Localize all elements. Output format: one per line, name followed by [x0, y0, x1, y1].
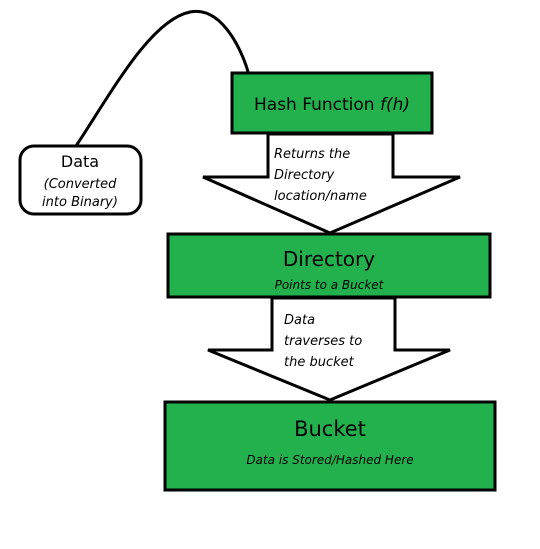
data-node: Data (Converted into Binary)	[18, 144, 143, 216]
directory-subtitle: Points to a Bucket	[275, 278, 385, 292]
arrow-2-line1: Data	[284, 313, 315, 328]
hash-function-box	[230, 71, 434, 135]
hash-function-formula: f(h)	[380, 95, 410, 115]
bucket-title: Bucket	[294, 417, 366, 441]
arrow-2-line2: traverses to	[284, 334, 362, 349]
arrow-2-shape	[207, 296, 451, 402]
directory-node: Directory Points to a Bucket	[166, 232, 492, 299]
data-node-subtitle-line1: (Converted	[44, 177, 117, 192]
data-node-subtitle-line2: into Binary)	[42, 195, 118, 210]
bucket-subtitle: Data is Stored/Hashed Here	[246, 453, 413, 467]
arrow-1-line2: Directory	[274, 168, 335, 183]
hash-function-title: Hash Function	[254, 95, 380, 115]
arrow-directory-to-bucket: Data traverses to the bucket	[207, 296, 451, 402]
hash-function-node: Hash Function f(h)	[230, 71, 434, 135]
arrow-1-shape	[202, 132, 461, 235]
arrow-1-line3: location/name	[274, 189, 367, 204]
data-node-title: Data	[61, 152, 99, 171]
bucket-box	[163, 400, 497, 492]
directory-title: Directory	[283, 247, 375, 271]
bucket-node: Bucket Data is Stored/Hashed Here	[163, 400, 497, 492]
arrow-2-line3: the bucket	[284, 355, 355, 370]
data-to-hash-connector	[74, 10, 250, 147]
arrow-hash-to-directory: Returns the Directory location/name	[202, 132, 461, 235]
arrow-1-line1: Returns the	[274, 147, 350, 162]
data-node-box	[18, 144, 143, 216]
hash-function-label: Hash Function f(h)	[254, 95, 410, 115]
